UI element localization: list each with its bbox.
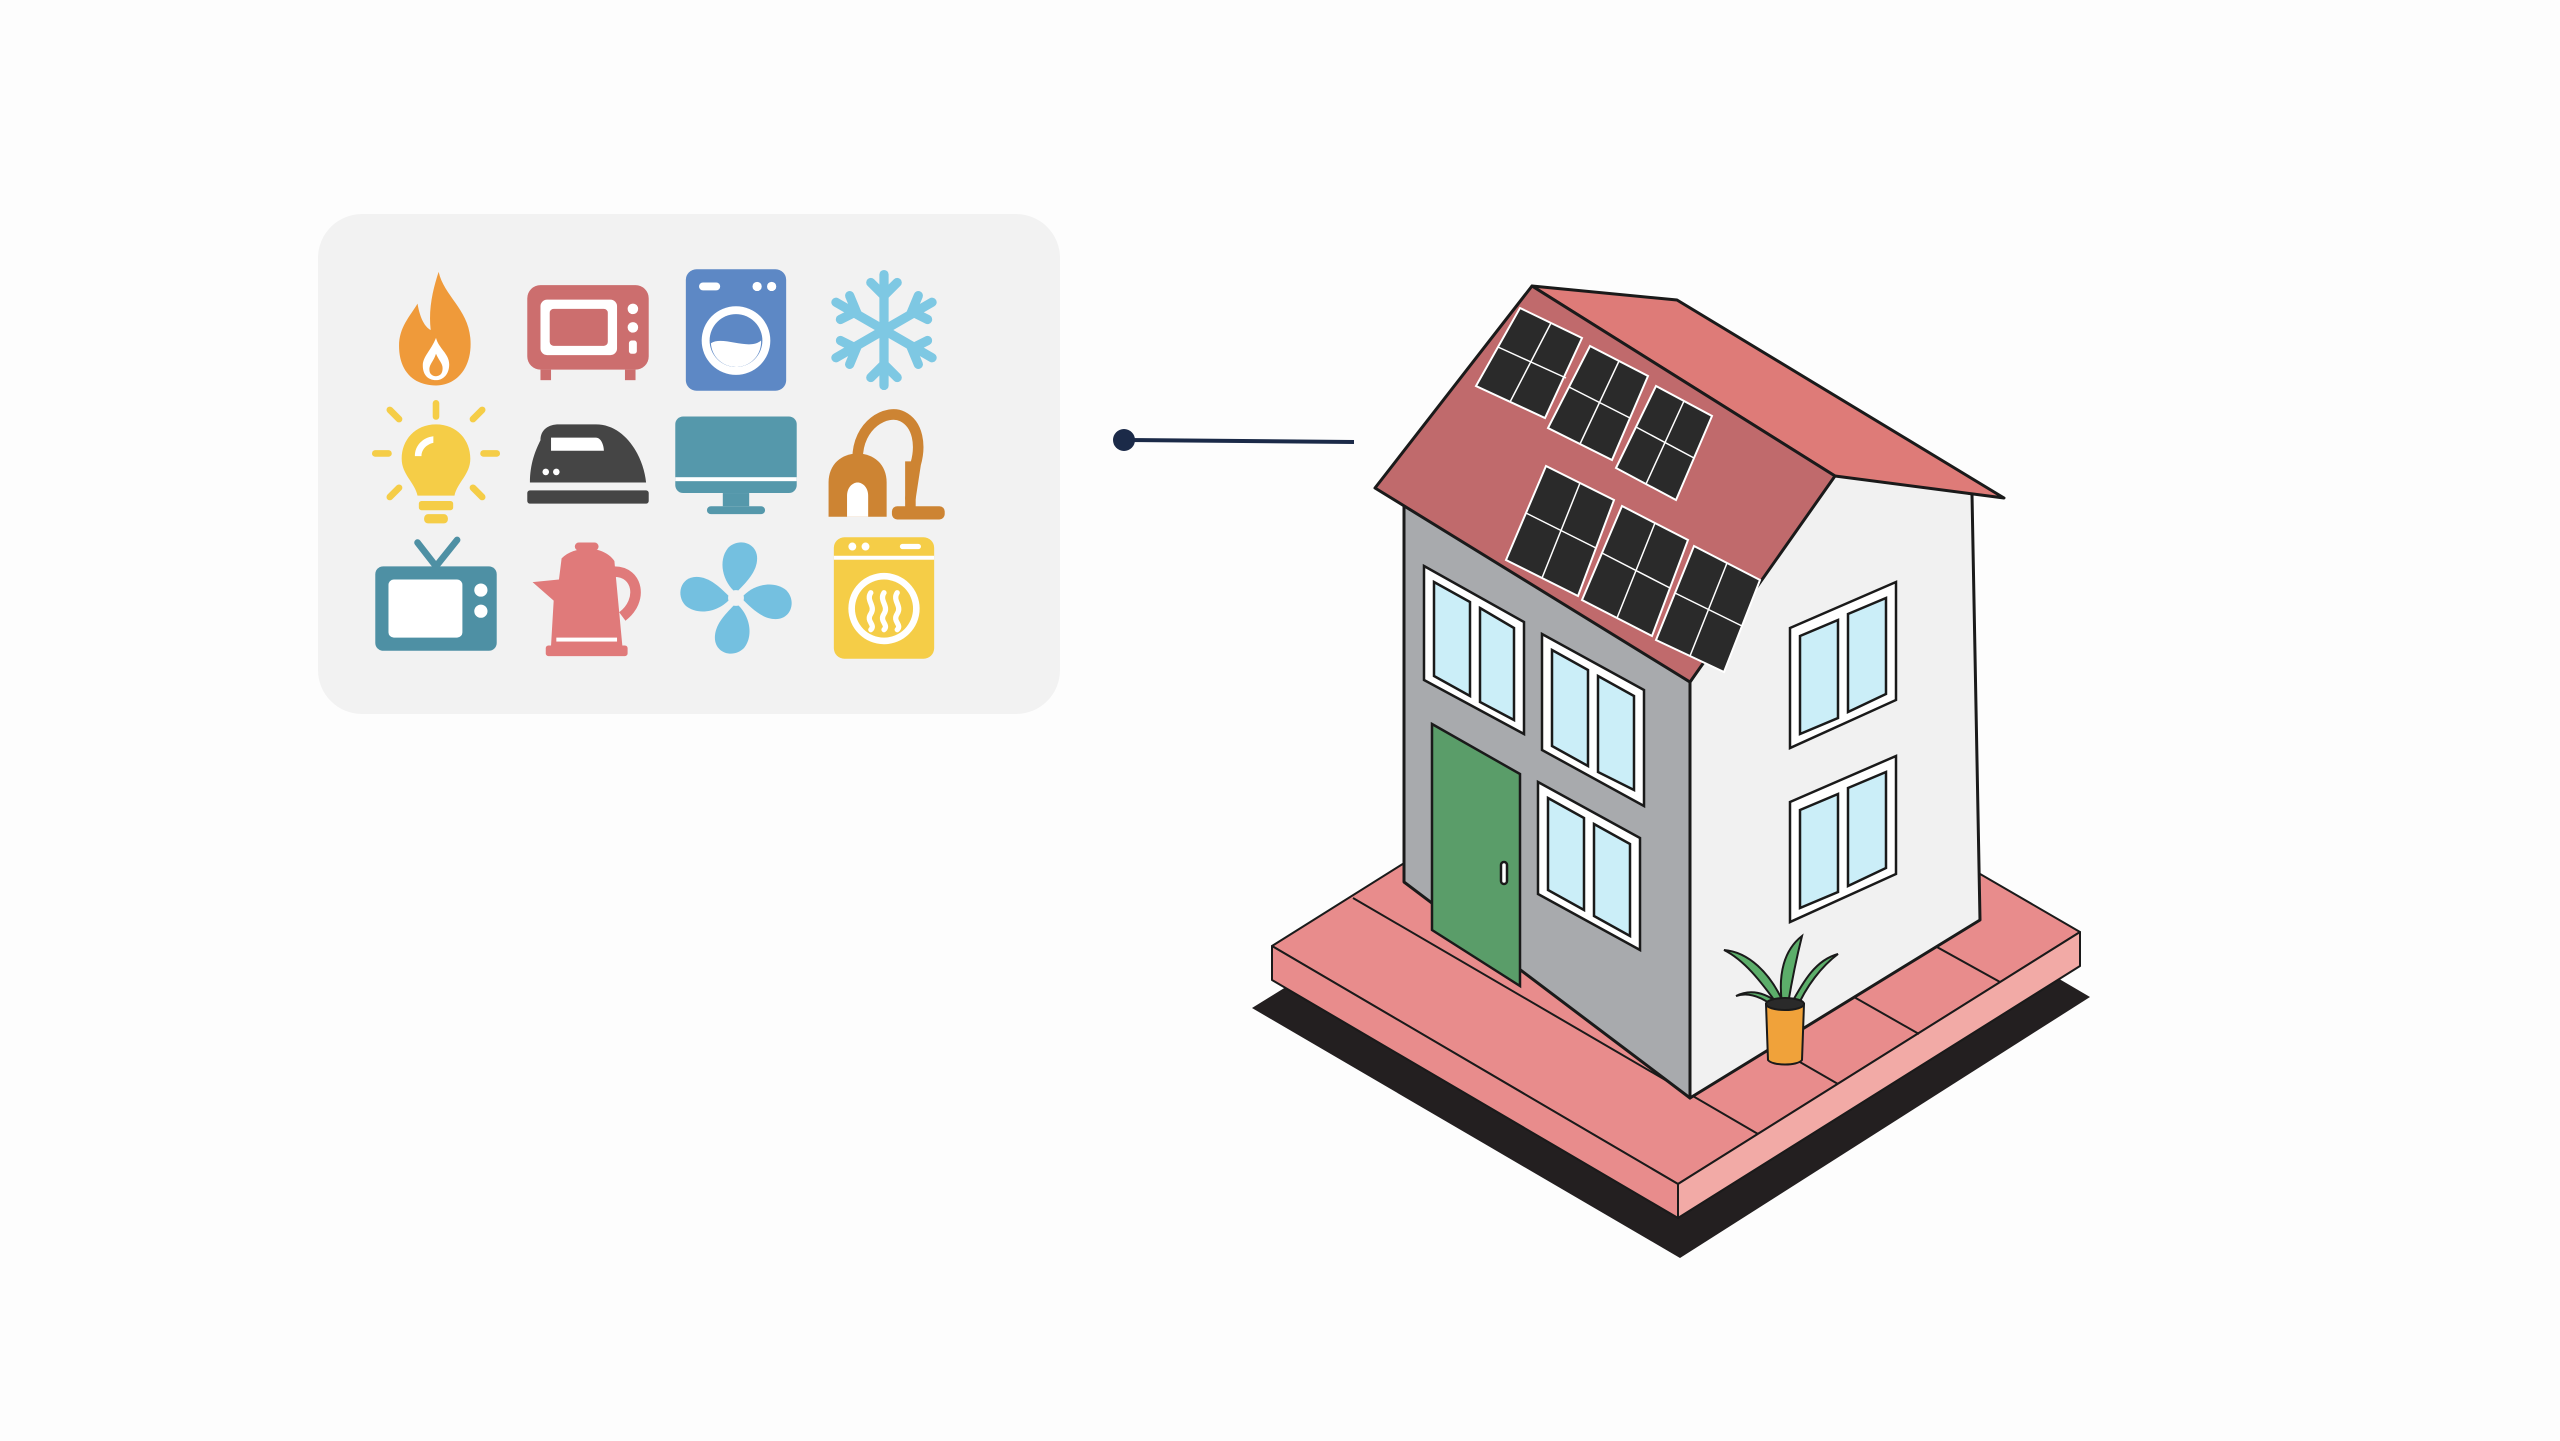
fan-blades	[680, 542, 792, 654]
microwave-icon	[522, 264, 654, 396]
flame-icon	[370, 264, 502, 396]
fan-icon	[670, 532, 802, 664]
light-bulb-icon	[370, 398, 502, 530]
window	[1788, 580, 1898, 750]
iron-soleplate	[527, 490, 649, 504]
deck-side-edge	[1677, 931, 2081, 1219]
dishwasher-icon	[818, 532, 950, 664]
front-door	[1430, 721, 1522, 989]
kettle-handle	[613, 566, 641, 621]
monitor-screen	[675, 416, 797, 494]
microwave-foot-left	[540, 369, 552, 381]
flame-outer	[399, 271, 471, 386]
window	[1536, 779, 1642, 953]
vacuum-cleaner-icon	[818, 398, 950, 530]
connector-dot	[1113, 429, 1135, 451]
electric-kettle-icon	[522, 532, 654, 664]
plant-pot	[1764, 1003, 1806, 1066]
window	[1422, 563, 1526, 737]
vacuum-hose	[852, 409, 924, 504]
vacuum-pipe	[905, 461, 916, 509]
vacuum-nozzle	[891, 506, 945, 520]
solar-panels	[1474, 306, 1762, 674]
snowflake-icon	[818, 264, 950, 396]
washing-machine-icon	[670, 264, 802, 396]
kettle-body	[532, 548, 623, 646]
appliance-panel	[318, 214, 1060, 714]
connector-line	[1123, 438, 1355, 444]
solar-panel	[1474, 306, 1584, 420]
front-windows	[1422, 563, 1646, 953]
bulb-rays	[371, 399, 501, 501]
monitor-stand	[706, 506, 766, 515]
monitor-neck	[722, 493, 750, 507]
kettle-base	[545, 645, 628, 657]
computer-monitor-icon	[670, 398, 802, 530]
bulb-base	[418, 500, 454, 511]
bulb-tip	[424, 514, 448, 524]
tv-antenna	[414, 536, 461, 570]
window	[1788, 754, 1898, 924]
clothes-iron-icon	[522, 398, 654, 530]
microwave-foot-right	[624, 369, 636, 381]
solar-panel	[1546, 344, 1650, 462]
side-windows	[1788, 580, 1898, 924]
snowflake-arms	[831, 269, 937, 391]
window	[1540, 631, 1646, 809]
microwave-window	[549, 308, 608, 346]
television-icon	[370, 532, 502, 664]
flame-core	[429, 353, 443, 377]
kettle-lid	[574, 542, 599, 551]
bulb-glass	[401, 424, 471, 496]
potted-plant	[1723, 933, 1839, 1066]
